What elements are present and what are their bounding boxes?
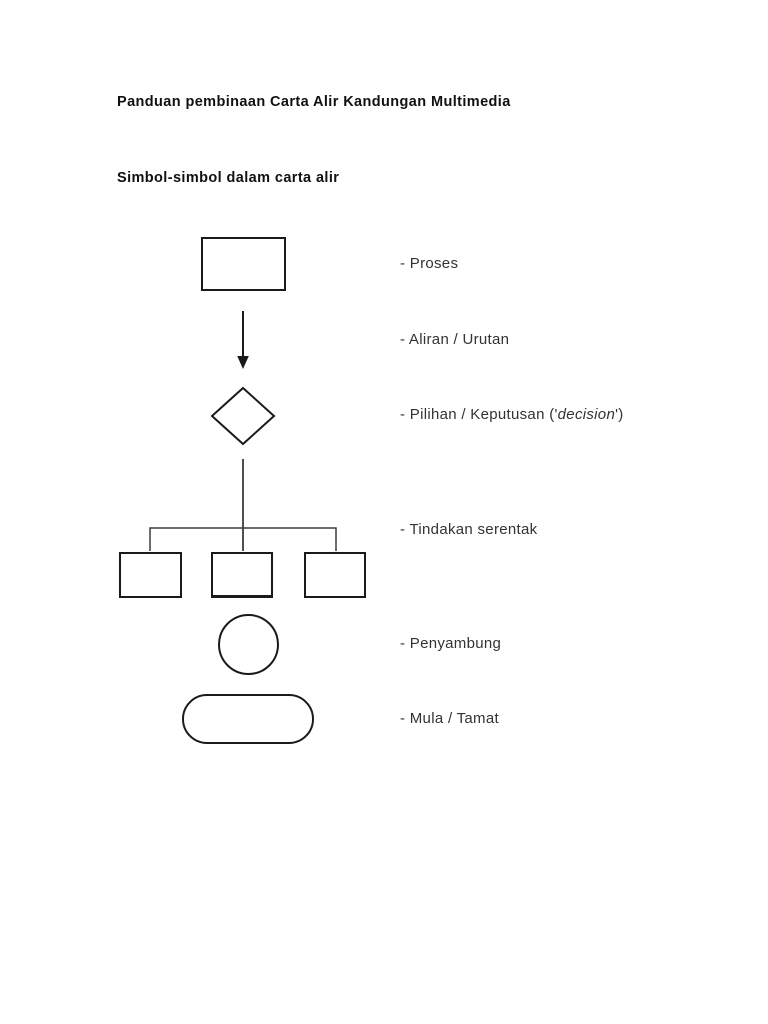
parallel-box-left-icon bbox=[119, 552, 182, 598]
label-pilihan-keputusan: - Pilihan / Keputusan ('decision') bbox=[400, 405, 624, 425]
label-pilihan-prefix: - Pilihan / Keputusan (' bbox=[400, 406, 558, 423]
label-penyambung: - Penyambung bbox=[400, 635, 502, 652]
terminator-stadium-icon bbox=[182, 694, 314, 744]
page-title: Panduan pembinaan Carta Alir Kandungan M… bbox=[117, 94, 511, 110]
connector-circle-icon bbox=[218, 614, 279, 675]
parallel-connector-lines bbox=[149, 459, 337, 551]
label-tindakan-serentak: - Tindakan serentak bbox=[400, 521, 538, 538]
parallel-box-right-icon bbox=[304, 552, 366, 598]
label-mula-tamat: - Mula / Tamat bbox=[400, 710, 499, 727]
parallel-box-middle-icon bbox=[211, 552, 273, 598]
label-pilihan-decision-italic: decision bbox=[557, 406, 616, 423]
label-proses: - Proses bbox=[400, 255, 459, 272]
process-rectangle-icon bbox=[201, 237, 286, 291]
label-pilihan-suffix: ') bbox=[615, 406, 624, 423]
flow-arrow-icon bbox=[237, 311, 249, 369]
section-heading: Simbol-simbol dalam carta alir bbox=[117, 170, 340, 186]
label-aliran-urutan: - Aliran / Urutan bbox=[400, 331, 510, 348]
decision-diamond-icon bbox=[210, 386, 276, 446]
